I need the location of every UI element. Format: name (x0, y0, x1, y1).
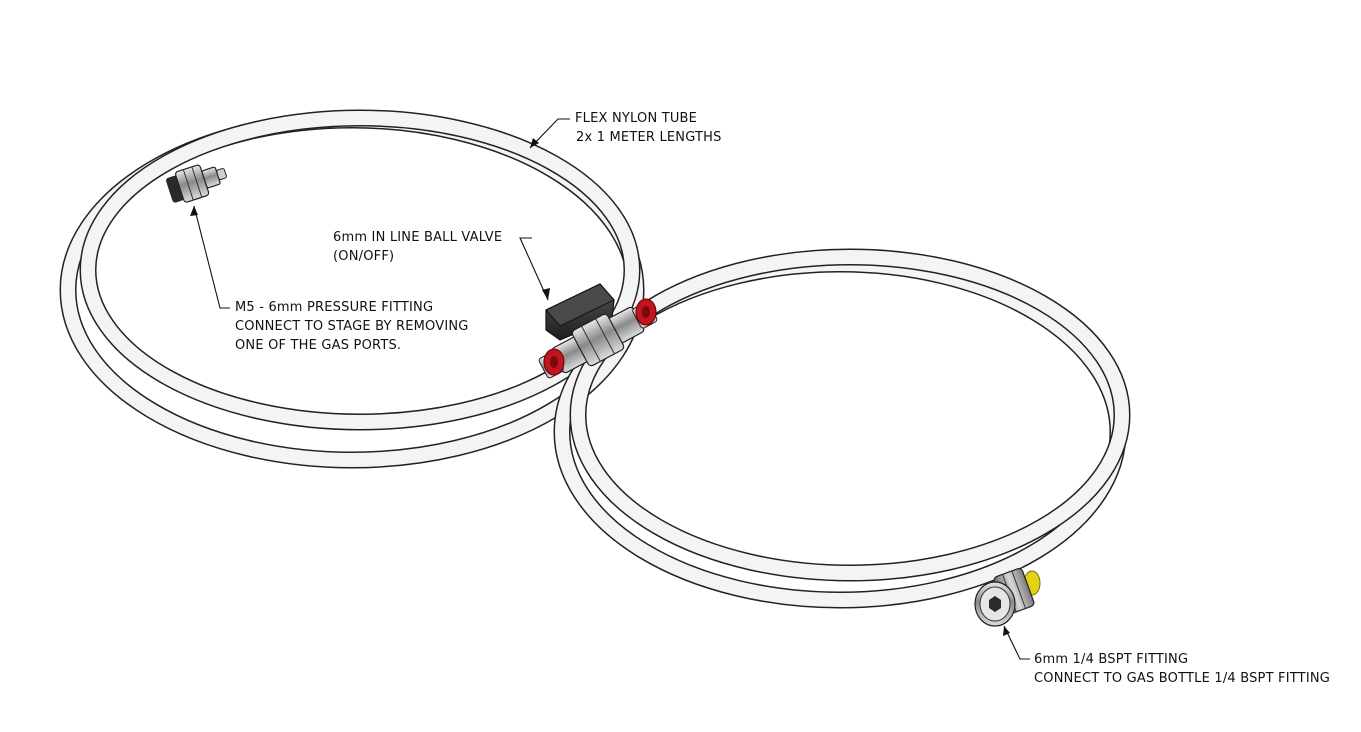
m5-callout-line1: M5 - 6mm PRESSURE FITTING (235, 300, 434, 315)
m5-callout-line3: ONE OF THE GAS PORTS. (235, 338, 402, 353)
bspt-fitting-callout: 6mm 1/4 BSPT FITTING CONNECT TO GAS BOTT… (1034, 650, 1330, 688)
left-tube-coil (59, 109, 645, 469)
tube-callout-line2: 2x 1 METER LENGTHS (576, 130, 722, 145)
tube-callout: FLEX NYLON TUBE 2x 1 METER LENGTHS (575, 109, 722, 147)
leader-m5 (190, 205, 230, 309)
bspt-callout-line2: CONNECT TO GAS BOTTLE 1/4 BSPT FITTING (1034, 671, 1331, 686)
leader-valve (519, 237, 550, 301)
leader-bspt (1003, 625, 1030, 660)
m5-callout-line2: CONNECT TO STAGE BY REMOVING (235, 319, 469, 334)
bspt-callout-line1: 6mm 1/4 BSPT FITTING (1034, 652, 1189, 667)
valve-callout-line1: 6mm IN LINE BALL VALVE (333, 230, 503, 245)
leader-tube (529, 118, 570, 149)
tube-callout-line1: FLEX NYLON TUBE (575, 111, 698, 126)
ball-valve (538, 283, 658, 379)
right-tube-coil (553, 248, 1131, 609)
valve-callout-line2: (ON/OFF) (333, 249, 395, 264)
valve-callout: 6mm IN LINE BALL VALVE (ON/OFF) (333, 228, 502, 266)
m5-fitting-callout: M5 - 6mm PRESSURE FITTING CONNECT TO STA… (235, 298, 469, 355)
bspt-fitting (974, 568, 1041, 627)
m5-pressure-fitting (166, 164, 227, 203)
